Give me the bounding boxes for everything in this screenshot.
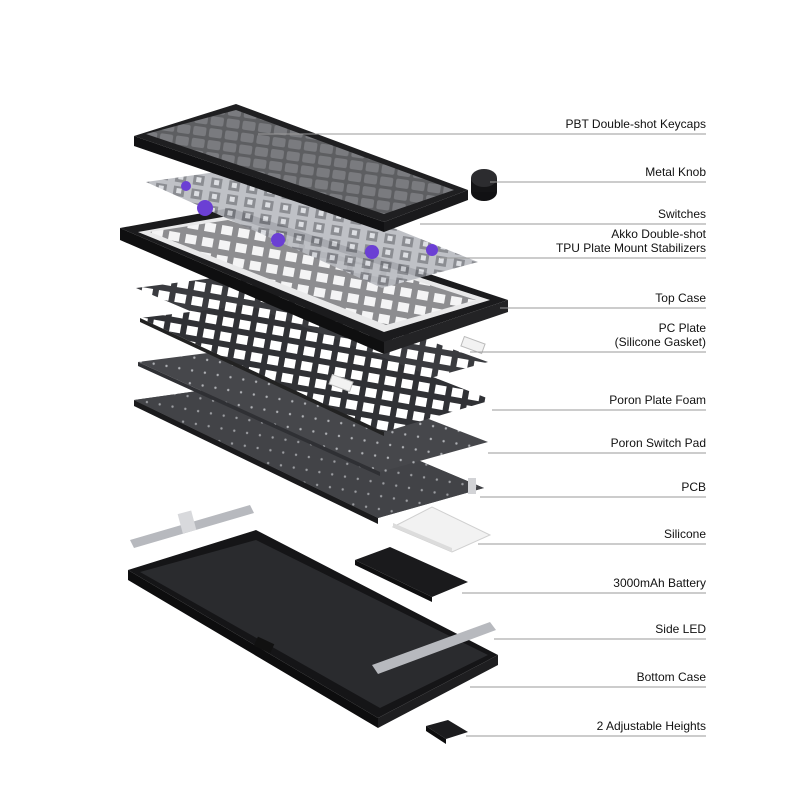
callout-label-line: Bottom Case — [636, 670, 706, 684]
bottom-case-shape — [128, 530, 498, 728]
poron-plate-foam-shape — [140, 305, 492, 436]
callout-label: PCB — [681, 480, 706, 494]
callout-label: 3000mAh Battery — [613, 576, 706, 590]
callout-label: Poron Switch Pad — [611, 436, 706, 450]
adjustable-height-shape — [426, 720, 468, 744]
callout-label: PBT Double-shot Keycaps — [565, 117, 706, 131]
callout-label: PC Plate(Silicone Gasket) — [615, 321, 706, 349]
callout-label-line: (Silicone Gasket) — [614, 335, 706, 349]
callout-label-line: PC Plate — [658, 321, 706, 335]
callout-label-line: Poron Plate Foam — [609, 393, 706, 407]
callout-label-line: Top Case — [655, 291, 706, 305]
callout-label: Poron Plate Foam — [609, 393, 706, 407]
callout-label-line: Akko Double-shot — [611, 227, 706, 241]
side-led-shape — [130, 505, 496, 674]
keycaps-shape — [134, 104, 468, 232]
callout-label-line: Poron Switch Pad — [610, 436, 706, 450]
pcb-shape — [134, 385, 484, 524]
metal-knob-shape — [471, 169, 497, 201]
callout-label-line: 2 Adjustable Heights — [596, 719, 706, 733]
callout-label: Switches — [658, 207, 706, 221]
silicone-shape — [391, 506, 492, 553]
callout-label: Metal Knob — [645, 165, 706, 179]
callout-label-line: TPU Plate Mount Stabilizers — [555, 241, 706, 255]
callout-label-line: Switches — [657, 207, 706, 221]
switches-shape — [146, 168, 478, 288]
callout-label-line: PCB — [681, 480, 706, 494]
callout-label: Bottom Case — [637, 670, 706, 684]
poron-switch-pad-shape — [138, 348, 488, 476]
leader-lines — [258, 133, 706, 737]
callout-label-line: PBT Double-shot Keycaps — [565, 117, 706, 131]
callout-label: Top Case — [655, 291, 706, 305]
callout-label-line: Silicone — [663, 527, 706, 541]
callout-label-line: Metal Knob — [645, 165, 706, 179]
callout-label: Silicone — [664, 527, 706, 541]
callout-label: 2 Adjustable Heights — [597, 719, 706, 733]
top-case-shape — [120, 208, 508, 354]
callout-label: Side LED — [655, 622, 706, 636]
callout-label-line: Side LED — [655, 622, 706, 636]
pc-plate-shape — [136, 274, 488, 393]
battery-shape — [355, 547, 468, 602]
callout-label-line: 3000mAh Battery — [613, 576, 706, 590]
